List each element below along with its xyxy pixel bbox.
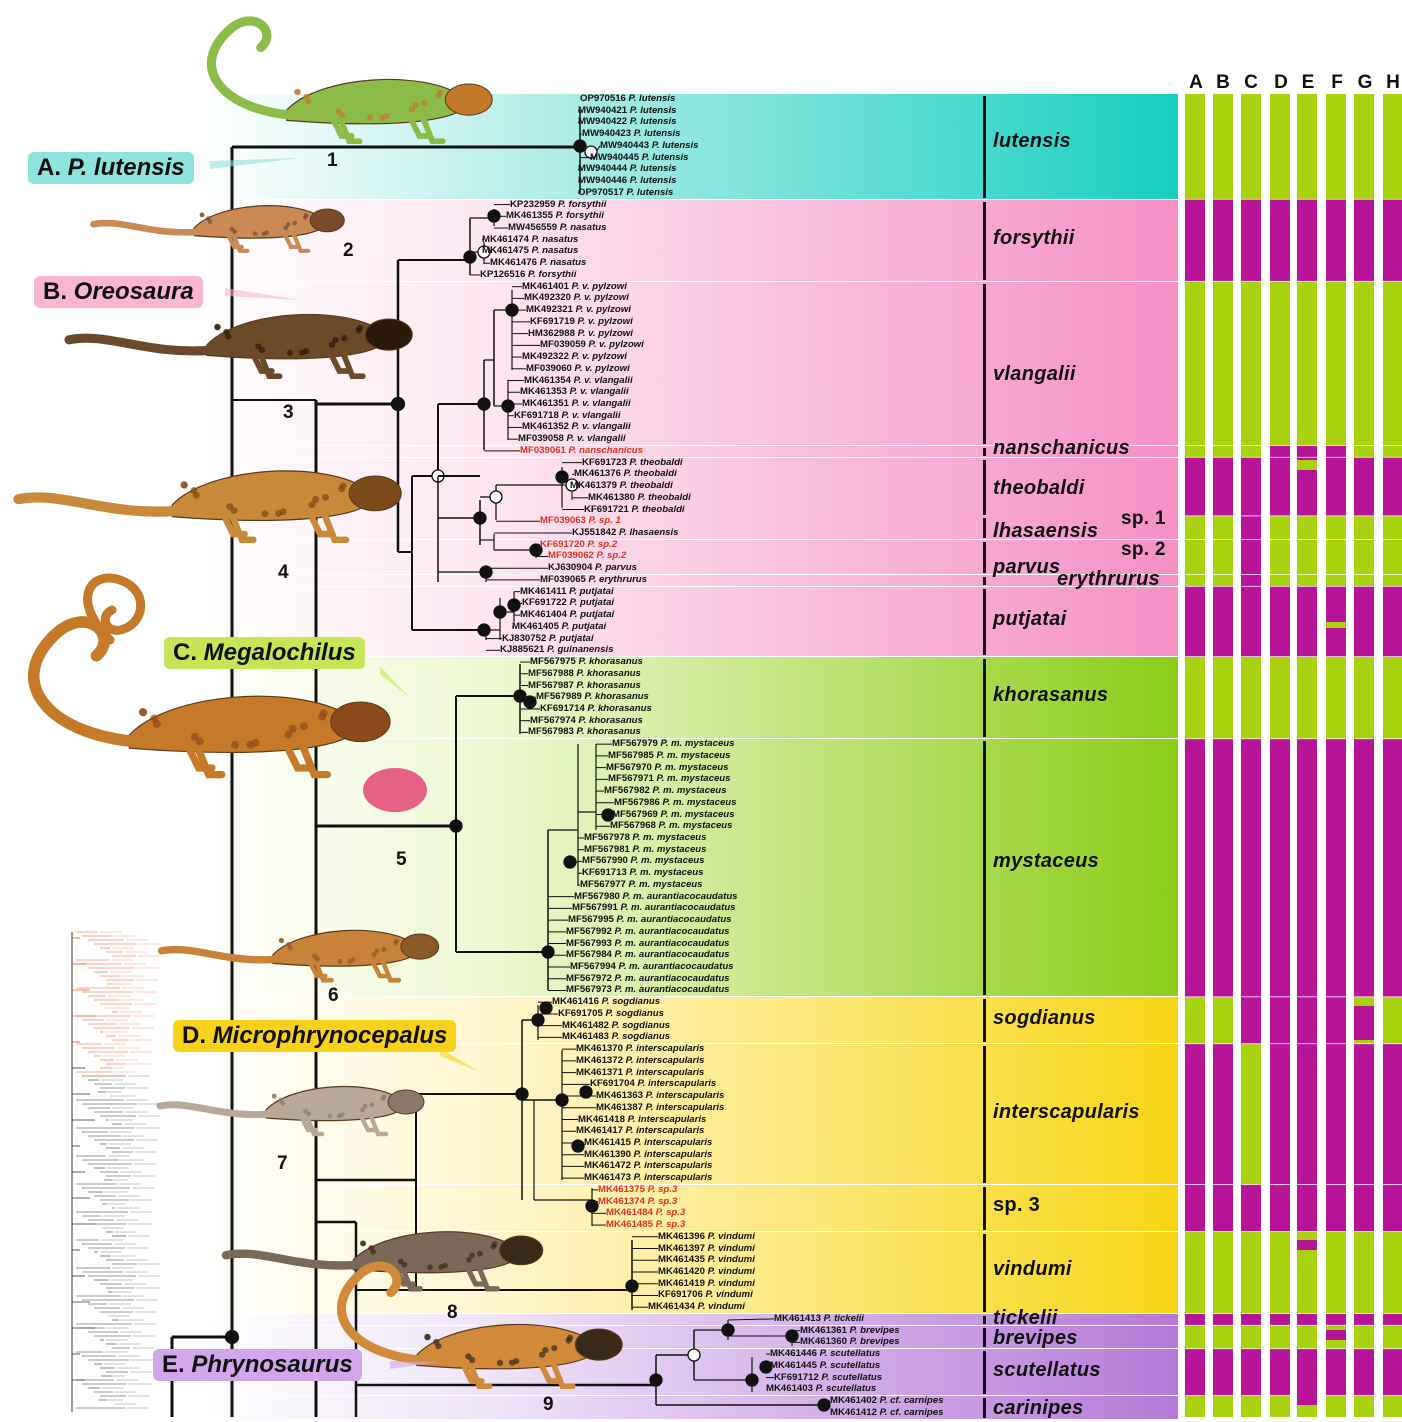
tag-pointer: [210, 158, 300, 169]
group-tag-microphrynocepalus: D. Microphrynocepalus: [173, 1020, 456, 1052]
lizard-photo: [94, 206, 345, 251]
lizard-photo: [162, 930, 439, 980]
overview-tree-thumbnail: [68, 928, 188, 1418]
lizard-photo: [226, 1232, 543, 1289]
lizard-photo: [160, 1087, 424, 1134]
photo-number-3: 3: [283, 402, 294, 424]
photo-number-6: 6: [328, 985, 339, 1007]
group-tag-megalochilus: C. Megalochilus: [164, 637, 365, 669]
group-tag-oreosaura: B. Oreosaura: [34, 276, 203, 308]
mouth-fold: [363, 768, 427, 812]
photo-number-8: 8: [447, 1302, 458, 1324]
tag-pointer: [380, 666, 410, 698]
photo-number-2: 2: [343, 240, 354, 262]
group-tag-lutensis: A. P. lutensis: [28, 152, 194, 184]
photo-number-9: 9: [543, 1394, 554, 1416]
photo-number-4: 4: [278, 562, 289, 584]
tag-pointer: [225, 288, 300, 300]
photo-number-1: 1: [327, 150, 338, 172]
lizard-photo: [19, 471, 402, 540]
lizard-photo: [69, 314, 412, 376]
photo-number-7: 7: [277, 1153, 288, 1175]
photo-number-5: 5: [396, 849, 407, 871]
lizard-photo: [211, 21, 492, 141]
